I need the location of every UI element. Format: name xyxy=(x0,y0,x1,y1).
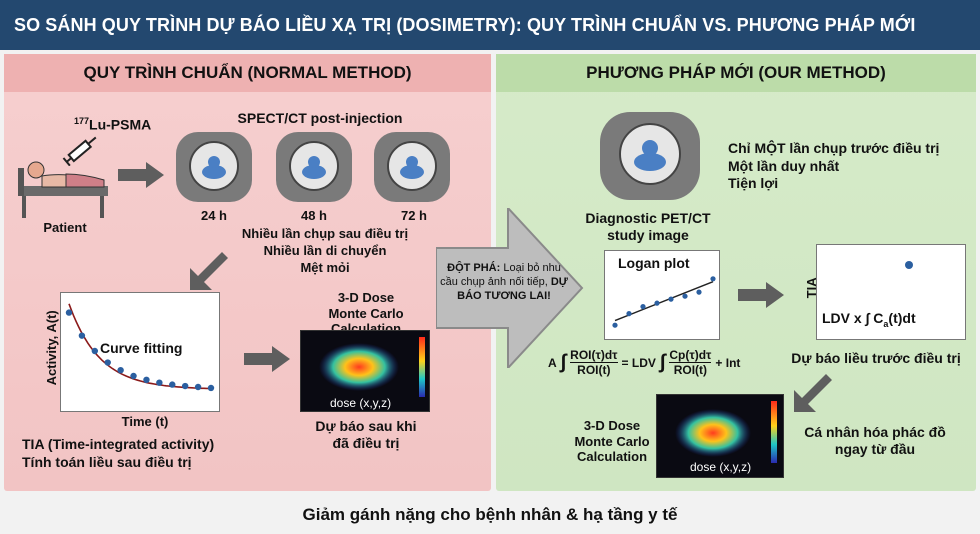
breakthrough-text: ĐỘT PHÁ: Loại bỏ nhu cầu chụp ảnh nối ti… xyxy=(440,262,568,302)
patient-label: Patient xyxy=(43,220,87,235)
x-axis-label: Time (t) xyxy=(121,414,169,429)
footer-note: Giảm gánh nặng cho bệnh nhân & hạ tầng y… xyxy=(0,496,980,534)
data-point xyxy=(207,384,215,392)
drug-label: 177Lu-PSMA xyxy=(74,116,152,133)
dose-label-left: dose (x,y,z) xyxy=(330,396,392,410)
data-point xyxy=(682,293,688,299)
tia-point xyxy=(905,261,913,269)
data-point xyxy=(91,347,99,355)
data-point xyxy=(654,300,660,306)
dose-heatmap xyxy=(675,401,777,463)
time-label-48h: 48 h xyxy=(300,208,327,223)
scanner-icon xyxy=(276,132,352,202)
data-point xyxy=(194,383,202,391)
dose-map-left xyxy=(300,330,430,412)
arrow-right-icon xyxy=(118,162,164,188)
breakthrough-arrow xyxy=(436,208,584,368)
data-point xyxy=(156,379,163,386)
data-point xyxy=(668,296,674,302)
data-point xyxy=(117,367,124,374)
new-method-header: PHƯƠNG PHÁP MỚI (OUR METHOD) xyxy=(496,54,976,92)
data-point xyxy=(78,332,86,339)
dose-map-right xyxy=(656,394,784,478)
data-point xyxy=(181,382,189,390)
y-axis-label: Activity, A(t) xyxy=(44,310,60,386)
patient-bed-icon xyxy=(18,161,108,218)
spect-scanners xyxy=(176,132,450,202)
benefit-notes: Chỉ MỘT lần chụp trước điều trị Một lần … xyxy=(728,140,940,191)
arrow-right-icon xyxy=(244,346,290,372)
data-point xyxy=(626,311,632,317)
syringe-icon xyxy=(62,136,97,166)
normal-method-header: QUY TRÌNH CHUẨN (NORMAL METHOD) xyxy=(4,54,491,92)
data-point xyxy=(104,359,111,366)
logan-plot xyxy=(604,250,720,340)
scan-notes: Nhiều lần chụp sau điều trị Nhiều lần di… xyxy=(241,226,409,275)
tia-chart xyxy=(905,261,913,269)
data-point xyxy=(65,309,73,316)
data-point xyxy=(143,376,150,383)
pet-label: Diagnostic PET/CT study image xyxy=(585,210,711,243)
page-title: SO SÁNH QUY TRÌNH DỰ BÁO LIỀU XẠ TRỊ (DO… xyxy=(0,0,980,50)
normal-method-panel xyxy=(4,54,491,491)
curve-fitting-plot xyxy=(60,292,220,412)
scanner-icon xyxy=(176,132,252,202)
pet-scanner-icon xyxy=(600,112,700,200)
data-point xyxy=(710,276,716,282)
tia-notes: TIA (Time-integrated activity) Tính toán… xyxy=(22,436,215,470)
logan-chart xyxy=(612,276,716,328)
time-label-72h: 72 h xyxy=(400,208,427,223)
scanner-icon xyxy=(374,132,450,202)
tia-axis-label: TIA xyxy=(804,277,820,299)
mc-title-right: 3-D Dose Monte Carlo Calculation xyxy=(574,418,650,465)
mc-notes-left: Dự báo sau khi đã điều trị xyxy=(315,418,417,451)
predict-note: Dự báo liều trước điều trị xyxy=(791,350,961,366)
curve-title: Curve fitting xyxy=(100,340,183,356)
data-point xyxy=(640,304,646,310)
data-point xyxy=(169,381,176,388)
dose-label-right: dose (x,y,z) xyxy=(690,460,752,474)
spect-title: SPECT/CT post-injection xyxy=(237,110,403,126)
arrow-down-left-icon xyxy=(794,374,832,412)
data-point xyxy=(696,289,702,295)
tia-formula: LDV x ∫ Ca(t)dt xyxy=(822,310,916,329)
data-point xyxy=(130,372,137,380)
data-point xyxy=(612,322,618,328)
arrow-right-icon xyxy=(738,282,784,308)
arrow-down-left-icon xyxy=(190,252,228,290)
personal-note: Cá nhân hóa phác đồ ngay từ đầu xyxy=(804,424,946,457)
dose-heatmap xyxy=(319,337,425,397)
logan-title: Logan plot xyxy=(618,255,690,271)
curve-fitting-chart xyxy=(65,303,215,392)
time-label-24h: 24 h xyxy=(200,208,227,223)
tia-plot xyxy=(816,244,966,340)
